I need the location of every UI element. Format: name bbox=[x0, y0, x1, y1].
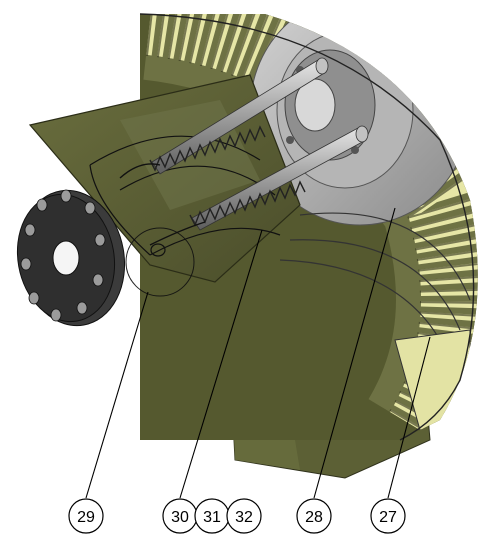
rod-upper bbox=[151, 57, 329, 175]
wire-lower bbox=[149, 221, 206, 246]
svg-text:30: 30 bbox=[171, 509, 189, 526]
spring-lower bbox=[189, 180, 306, 227]
wire-loop bbox=[150, 243, 166, 257]
svg-text:31: 31 bbox=[203, 509, 221, 526]
detail-circle bbox=[125, 227, 195, 297]
callout-29: 29 bbox=[68, 498, 104, 534]
callout-27: 27 bbox=[370, 498, 406, 534]
rod-lower bbox=[191, 125, 369, 231]
spring-upper bbox=[149, 125, 266, 172]
callout-28: 28 bbox=[296, 498, 332, 534]
callout-32: 32 bbox=[226, 498, 262, 534]
leader-lines bbox=[85, 207, 431, 499]
svg-text:32: 32 bbox=[235, 509, 253, 526]
detail-boundary bbox=[139, 13, 475, 441]
svg-text:28: 28 bbox=[305, 509, 323, 526]
callout-31: 31 bbox=[194, 498, 230, 534]
svg-text:27: 27 bbox=[379, 509, 397, 526]
flange-plate bbox=[16, 189, 126, 327]
svg-text:29: 29 bbox=[77, 509, 95, 526]
callout-30: 30 bbox=[162, 498, 198, 534]
wire-upper bbox=[119, 163, 161, 179]
